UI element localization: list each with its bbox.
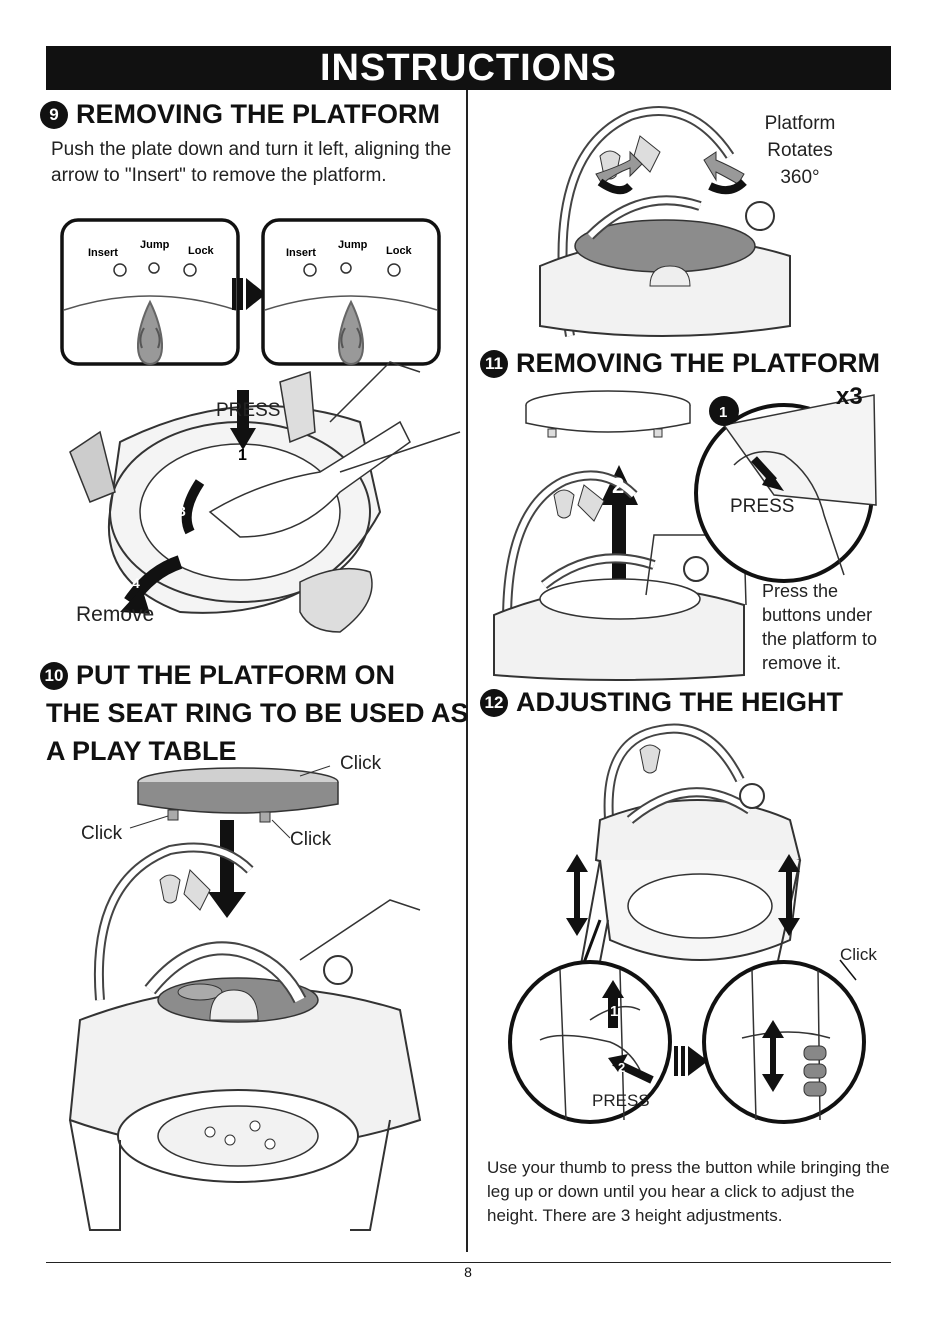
dial-panel-after	[261, 218, 441, 366]
rotate-line2: Rotates	[767, 140, 833, 161]
dial-label-lock-a: Lock	[188, 245, 215, 257]
side-toy-icon	[69, 430, 116, 503]
dial-panel-before	[60, 218, 240, 366]
click-label-left: Click	[81, 823, 123, 844]
footer-rule	[46, 1262, 891, 1263]
step11-title: REMOVING THE PLATFORM	[516, 348, 880, 378]
play-table-figure	[68, 765, 422, 1231]
rotate-figure	[539, 106, 791, 337]
rotate-right-arrow-icon	[703, 151, 745, 185]
rotate-left-arrow-icon	[595, 150, 643, 185]
step10-title-line1: PUT THE PLATFORM ON	[76, 660, 395, 690]
step9-number: 9	[40, 101, 68, 129]
step11-note-line3: the platform to	[762, 629, 878, 649]
finger-icon	[733, 450, 845, 576]
press-arrow-icon	[237, 390, 249, 430]
step11-mark1-badge	[709, 396, 739, 426]
step11-heading: 11 REMOVING THE PLATFORM	[480, 345, 880, 381]
page-title-banner: INSTRUCTIONS	[46, 46, 891, 90]
click-label-right: Click	[290, 829, 332, 850]
rotate-line1: Platform	[764, 113, 836, 134]
leg-up-down-arrow-right-icon	[778, 854, 800, 936]
step9-press-label: PRESS	[216, 400, 281, 421]
step12-mark-1: 1	[610, 1003, 618, 1020]
step9-text: Push the plate down and turn it left, al…	[51, 139, 452, 186]
step11-times: x3	[836, 383, 863, 410]
step9-mark-2: 2	[200, 457, 208, 473]
transition-arrow-leg-icon	[674, 1046, 708, 1076]
dial-label-jump-b: Jump	[338, 239, 368, 251]
step9-remove-label: Remove	[76, 603, 155, 626]
step12-heading: 12 ADJUSTING THE HEIGHT	[480, 684, 843, 720]
dial-label-insert-a: Insert	[88, 247, 118, 259]
spiral-toy-icon	[323, 955, 353, 985]
click-label-top: Click	[340, 753, 382, 774]
step10-heading: 10 PUT THE PLATFORM ON	[40, 657, 395, 693]
step11-mark-1: 1	[719, 404, 727, 421]
rotate-caption: Platform Rotates 360°	[745, 110, 855, 191]
step11-mark-2: 2	[612, 473, 624, 498]
step9-heading: 9 REMOVING THE PLATFORM	[40, 96, 440, 132]
dial-label-jump-a: Jump	[140, 239, 170, 251]
remove-arrow-icon	[124, 555, 183, 606]
step12-mark-2: 2	[618, 1060, 625, 1075]
step11-note: Press the buttons under the platform to …	[762, 579, 877, 675]
hand-icon	[208, 420, 411, 538]
step12-title: ADJUSTING THE HEIGHT	[516, 687, 844, 717]
page-number: 8	[464, 1264, 472, 1280]
lift-arrow-icon	[612, 503, 626, 603]
zoom-circle-press-leg	[508, 960, 672, 1124]
height-adjust-figure: 1 2	[508, 723, 866, 1124]
step9-mark-4: 4	[132, 575, 140, 591]
page-title: INSTRUCTIONS	[320, 47, 617, 89]
step11-number: 11	[480, 350, 508, 378]
step9-title: REMOVING THE PLATFORM	[76, 99, 440, 129]
step12-number: 12	[480, 689, 508, 717]
step10-number: 10	[40, 662, 68, 690]
step12-text: Use your thumb to press the button while…	[487, 1158, 890, 1225]
dial-label-lock-b: Lock	[386, 245, 413, 257]
step11-note-line4: remove it.	[762, 653, 842, 673]
transition-arrow-icon	[232, 278, 266, 310]
step10-title-line3: A PLAY TABLE	[46, 736, 237, 766]
rotate-line3: 360°	[780, 167, 820, 188]
platform-lift-figure: 1 2	[493, 390, 877, 681]
step11-note-line1: Press the	[762, 581, 839, 601]
leg-up-down-arrow-left-icon	[566, 854, 588, 936]
step11-note-line2: buttons under	[762, 605, 873, 625]
step9-mark-1: 1	[238, 447, 247, 464]
dial-panels-figure: Insert Jump Lock Insert Jump Lock	[60, 218, 441, 366]
zoom-circle-click	[702, 960, 866, 1124]
step12-click-label: Click	[840, 945, 877, 964]
platform-removal-figure: 1 2 3 4	[69, 361, 461, 633]
step9-mark-3: 3	[178, 503, 186, 519]
column-divider	[466, 90, 468, 1252]
step12-press-label: PRESS	[592, 1091, 650, 1110]
step10-title-line2: THE SEAT RING TO BE USED AS	[46, 698, 469, 728]
leg-adjust-arrow-icon	[762, 1020, 784, 1092]
dial-label-insert-b: Insert	[286, 247, 316, 259]
step11-press-label: PRESS	[730, 496, 795, 517]
